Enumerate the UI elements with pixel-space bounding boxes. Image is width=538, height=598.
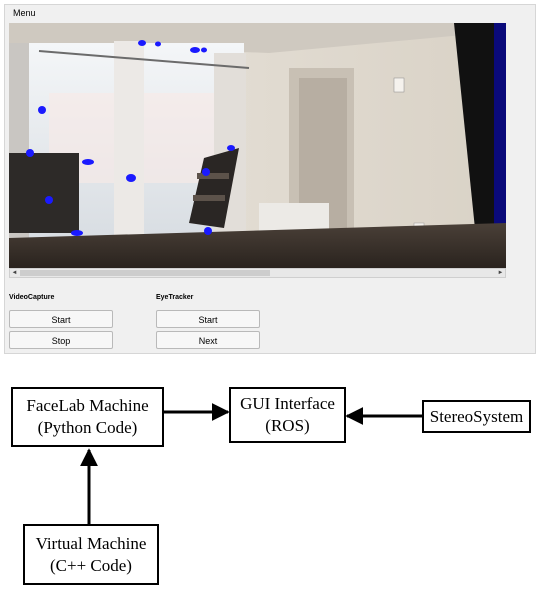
videocapture-start-button[interactable]: Start bbox=[9, 310, 113, 328]
scroll-right-icon[interactable]: ► bbox=[497, 270, 504, 276]
gui-interface-box: GUI Interface (ROS) bbox=[229, 387, 346, 443]
scrollbar-thumb[interactable] bbox=[20, 270, 270, 276]
virtual-machine-title: Virtual Machine bbox=[35, 533, 147, 553]
gui-interface-subtitle: (ROS) bbox=[265, 416, 310, 435]
video-horizontal-scrollbar[interactable]: ◄ ► bbox=[9, 268, 506, 278]
video-feed bbox=[9, 23, 506, 268]
stereo-system-title: StereoSystem bbox=[429, 406, 524, 426]
room-scene-image bbox=[9, 23, 506, 268]
facelab-title: FaceLab Machine bbox=[26, 396, 149, 415]
gui-interface-title: GUI Interface bbox=[240, 394, 335, 413]
menu-label[interactable]: Menu bbox=[13, 8, 36, 18]
facelab-machine-box: FaceLab Machine (Python Code) bbox=[11, 387, 164, 447]
gui-window: Menu bbox=[4, 4, 536, 354]
menu-bar[interactable]: Menu bbox=[5, 5, 535, 21]
videocapture-stop-button[interactable]: Stop bbox=[9, 331, 113, 349]
videocapture-group-label: VideoCapture bbox=[9, 294, 55, 301]
virtual-machine-subtitle: (C++ Code) bbox=[50, 555, 132, 575]
virtual-machine-box: Virtual Machine (C++ Code) bbox=[23, 524, 159, 585]
stereo-system-box: StereoSystem bbox=[422, 400, 531, 433]
facelab-subtitle: (Python Code) bbox=[37, 418, 138, 437]
scroll-left-icon[interactable]: ◄ bbox=[11, 270, 18, 276]
eyetracker-group-label: EyeTracker bbox=[156, 294, 194, 301]
eyetracker-start-button[interactable]: Start bbox=[156, 310, 260, 328]
eyetracker-next-button[interactable]: Next bbox=[156, 331, 260, 349]
